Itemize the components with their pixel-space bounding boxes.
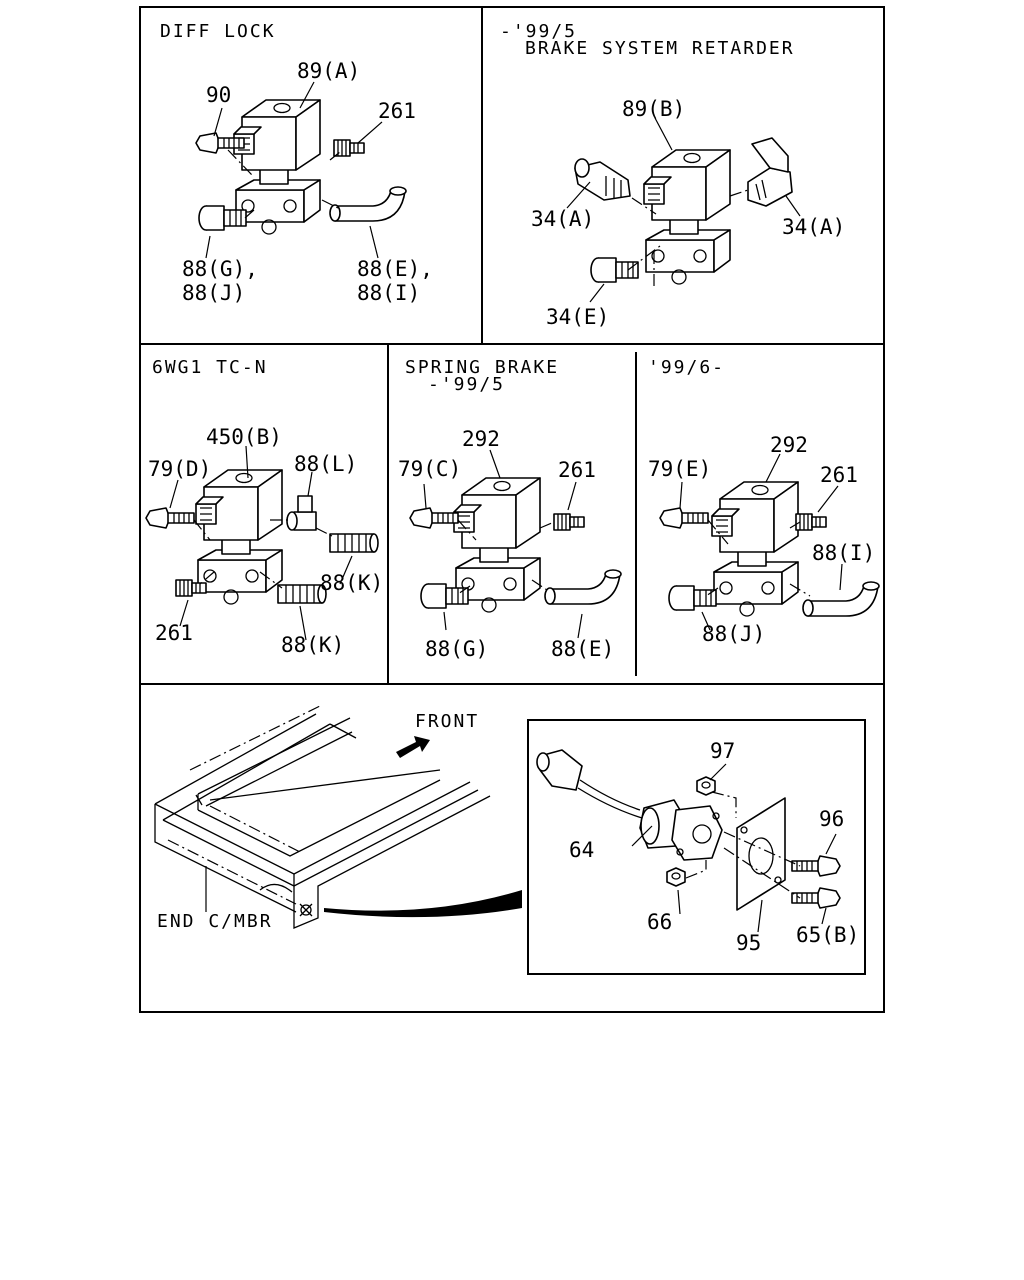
panel-title: -'99/5 [428,374,505,395]
panel-diff-lock: DIFF LOCK 89(A) 90 261 88(G), 88(J) 88(E… [160,21,433,305]
diagram-frame [139,6,885,1013]
callout-label: 88(G), [182,257,258,281]
callout-label: 66 [647,910,672,934]
callout-label: 88(J) [182,281,245,305]
callout-label: 88(L) [294,452,357,476]
callout-label: 88(I) [812,541,875,565]
panel-title: '99/6- [648,357,725,378]
detail-pointer-icon [324,890,522,918]
callout-label: 97 [710,739,735,763]
fitting-icon [668,585,717,611]
callout-label: 88(K) [281,633,344,657]
fitting-icon [198,205,247,231]
callout-label: 292 [462,427,500,451]
panel-title: SPRING BRAKE [405,357,559,378]
panel-title: 6WG1 TC-N [152,357,268,378]
fitting-icon [420,583,469,609]
callout-label: 89(B) [622,97,685,121]
callout-label: 88(J) [702,622,765,646]
member-label: END C/MBR [157,911,273,932]
callout-label: 261 [378,99,416,123]
front-arrow-icon [396,736,430,758]
callout-label: 450(B) [206,425,282,449]
panel-title: -'99/5 [500,21,577,42]
panel-spring-brake: SPRING BRAKE -'99/5 292 79(C) 261 88(G) … [398,357,622,661]
callout-label: 79(C) [398,457,461,481]
bolt-icon [409,507,459,529]
tee-fitting-icon [286,495,317,531]
callout-label: 89(A) [297,59,360,83]
fitting-icon [590,257,639,283]
callout-label: 96 [819,807,844,831]
nipple-fitting-icon [329,533,379,553]
front-label: FRONT [415,711,479,732]
callout-label: 79(D) [148,457,211,481]
callout-label: 34(A) [782,215,845,239]
electrical-connector-icon [747,137,793,207]
callout-label: 292 [770,433,808,457]
elbow-fitting-icon [329,186,407,222]
panel-tcn: 6WG1 TC-N 450(B) 79(D) 88(L) 88(K) 261 8… [145,357,383,657]
chassis-frame-icon [154,705,491,929]
panel-late-99: '99/6- 292 79(E) 261 88(I) 88(J) [648,357,880,646]
electrical-connector-icon [574,158,631,201]
callout-label: 34(E) [546,305,609,329]
solenoid-valve-icon [195,469,283,605]
plug-icon [553,513,585,531]
panel-title: DIFF LOCK [160,21,276,42]
bolt-icon [659,507,709,529]
callout-label: 88(K) [320,571,383,595]
callout-label: 261 [558,458,596,482]
solenoid-valve-icon [643,149,731,285]
solenoid-valve-icon [711,481,799,617]
bolt-icon [145,507,195,529]
callout-label: 65(B) [796,923,859,947]
panel-frame-view: FRONT END C/MBR [154,705,522,932]
callout-label: 88(G) [425,637,488,661]
callout-label: 88(I) [357,281,420,305]
nipple-fitting-icon [277,584,327,604]
callout-label: 90 [206,83,231,107]
callout-label: 34(A) [531,207,594,231]
callout-label: 95 [736,931,761,955]
elbow-fitting-icon [544,569,622,605]
panel-retarder: -'99/5 BRAKE SYSTEM RETARDER 89(B) 34(A)… [500,21,845,329]
detail-inset: 97 64 96 66 95 65(B) [527,719,866,975]
callout-label: 261 [155,621,193,645]
panel-title: BRAKE SYSTEM RETARDER [525,38,795,59]
callout-label: 261 [820,463,858,487]
solenoid-valve-icon [233,99,321,235]
trailer-switch-icon [536,749,723,861]
callout-label: 88(E), [357,257,433,281]
plug-icon [795,513,827,531]
callout-label: 88(E) [551,637,614,661]
mounting-plate-icon [736,797,786,911]
elbow-fitting-icon [802,581,880,617]
callout-label: 79(E) [648,457,711,481]
callout-label: 64 [569,838,594,862]
nut-icon [666,867,686,887]
